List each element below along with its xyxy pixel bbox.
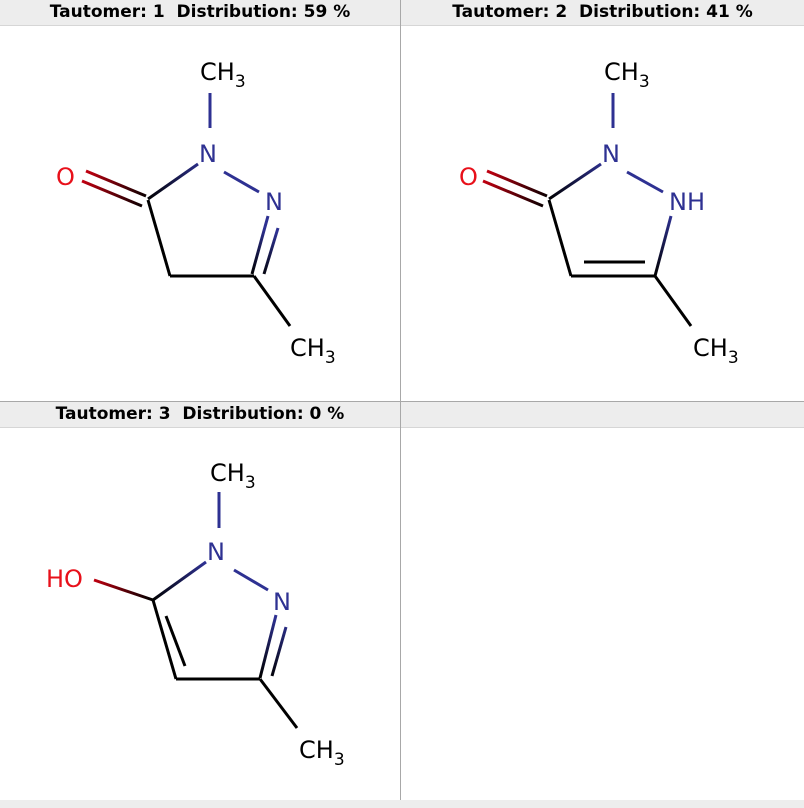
bond-n-c-double-2 [270, 626, 288, 677]
tautomer-panel-2: Tautomer: 2 Distribution: 41 % [401, 0, 804, 402]
atom-ch3-top: CH3 [604, 58, 650, 92]
bond-c-o-1 [486, 169, 548, 198]
bond-n-c-double [250, 215, 270, 275]
atom-n2: N [265, 188, 283, 216]
tautomer-panel-empty [401, 402, 804, 800]
panel-header: Tautomer: 2 Distribution: 41 % [401, 0, 804, 26]
grid-footer [0, 800, 804, 808]
panel-header [401, 402, 804, 428]
subscript: 3 [728, 348, 739, 368]
bond-n-c-double-1 [258, 614, 278, 679]
tautomer-panel-3: Tautomer: 3 Distribution: 0 % [0, 402, 401, 800]
atom-ch3-bottom: CH3 [290, 334, 336, 368]
atom-nh: NH [669, 188, 705, 216]
panel-header: Tautomer: 1 Distribution: 59 % [0, 0, 400, 26]
subscript: 3 [334, 750, 345, 770]
subscript: 3 [325, 348, 336, 368]
atom-ch3-top: CH3 [200, 58, 246, 92]
atom-ch3-top: CH3 [210, 459, 256, 493]
atom-ch3-bottom: CH3 [299, 736, 345, 770]
bond-c-c-double-2 [164, 615, 187, 667]
bond-n-c [147, 162, 199, 201]
subscript: 3 [639, 72, 650, 92]
bond-c-c [547, 199, 573, 277]
tautomer-panel-1: Tautomer: 1 Distribution: 59 % [0, 0, 401, 402]
bond-c-c-double-1 [151, 599, 178, 680]
molecule-structure: CH3 N N O CH3 [56, 58, 336, 368]
bond-n-c [152, 560, 207, 602]
bond-c-ch3 [252, 275, 292, 327]
atom-n1: N [199, 140, 217, 168]
molecule-structure: CH3 N NH O CH3 [459, 58, 739, 368]
atom-ch3-bottom: CH3 [693, 334, 739, 368]
bond-n-n [223, 170, 260, 194]
bond-n-c-double-2 [262, 227, 280, 275]
atom-oh: HO [46, 565, 83, 593]
atom-n1: N [207, 538, 225, 566]
bond-n-n [233, 568, 269, 592]
atom-o: O [56, 163, 75, 191]
bond-c-ch3 [653, 275, 693, 327]
bond-c-oh [93, 578, 154, 602]
molecule-structure: CH3 N N HO CH3 [46, 459, 345, 770]
bond-c-o-2 [482, 179, 544, 208]
bond-nh-c [653, 215, 673, 277]
bond-n-nh [626, 170, 664, 194]
panel-header: Tautomer: 3 Distribution: 0 % [0, 402, 400, 428]
bond-c-o-2 [81, 179, 143, 208]
atom-o: O [459, 163, 478, 191]
bond-c-o-1 [85, 169, 147, 198]
bond-c-ch2 [146, 199, 172, 277]
bond-c-ch3 [258, 678, 299, 729]
subscript: 3 [245, 473, 256, 493]
subscript: 3 [235, 72, 246, 92]
atom-n2: N [273, 588, 291, 616]
atom-n1: N [602, 140, 620, 168]
bond-n-c [548, 162, 602, 201]
